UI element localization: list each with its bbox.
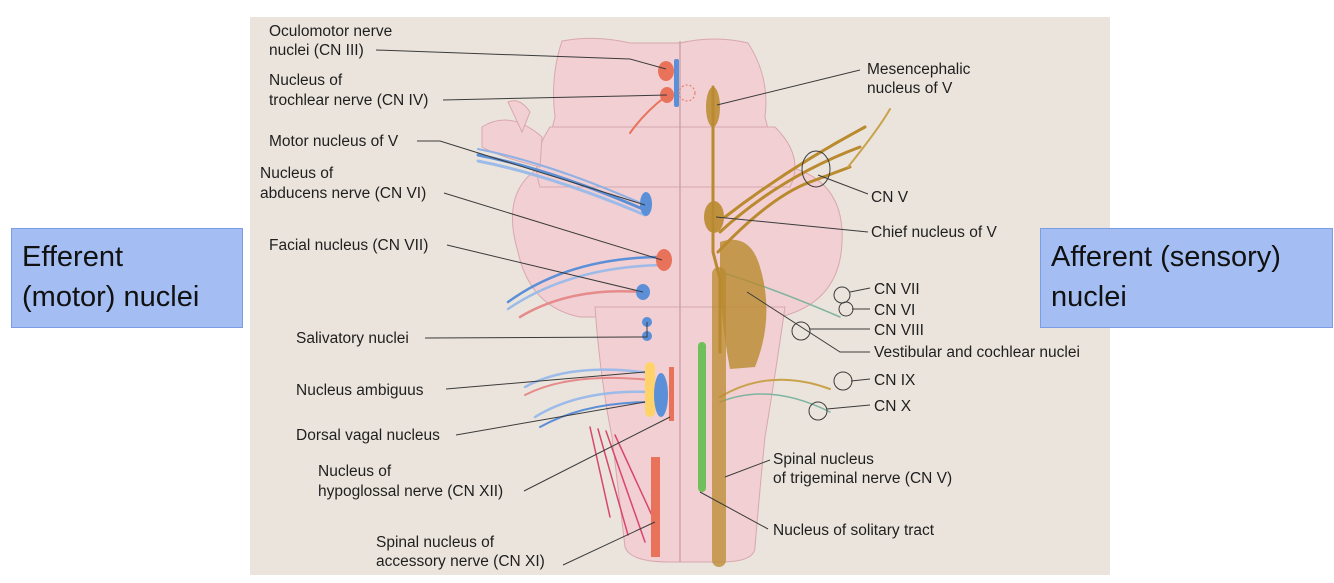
label-trochlear-1: Nucleus of <box>269 72 343 89</box>
label-accessory-2: accessory nerve (CN XI) <box>376 553 545 570</box>
brainstem-figure: Oculomotor nerve nuclei (CN III) Nucleus… <box>250 17 1110 575</box>
label-abducens-2: abducens nerve (CN VI) <box>260 185 426 202</box>
motor-nuclei <box>636 59 696 557</box>
label-cn-v: CN V <box>871 189 909 206</box>
label-vestibular: Vestibular and cochlear nuclei <box>874 344 1080 361</box>
label-spinal-trigeminal-1: Spinal nucleus <box>773 451 874 468</box>
label-spinal-trigeminal-2: of trigeminal nerve (CN V) <box>773 470 952 487</box>
label-mesencephalic-1: Mesencephalic <box>867 61 971 78</box>
label-chief-v: Chief nucleus of V <box>871 224 997 241</box>
leader-lines <box>375 49 871 566</box>
label-salivatory: Salivatory nuclei <box>296 330 409 347</box>
label-oculomotor-2: nuclei (CN III) <box>269 42 364 59</box>
efferent-callout: Efferent (motor) nuclei <box>11 228 243 328</box>
label-solitary: Nucleus of solitary tract <box>773 522 935 539</box>
label-cn-viii: CN VIII <box>874 322 924 339</box>
label-trochlear-2: trochlear nerve (CN IV) <box>269 92 428 109</box>
label-cn-vii: CN VII <box>874 281 920 298</box>
label-dorsal-vagal: Dorsal vagal nucleus <box>296 427 440 444</box>
label-mesencephalic-2: nucleus of V <box>867 80 953 97</box>
label-cn-x: CN X <box>874 398 912 415</box>
efferent-line2: (motor) nuclei <box>22 281 200 313</box>
sensory-nuclei <box>698 87 767 567</box>
afferent-callout: Afferent (sensory) nuclei <box>1040 228 1333 328</box>
efferent-line1: Efferent <box>22 241 124 273</box>
label-abducens-1: Nucleus of <box>260 165 334 182</box>
brainstem-diagram: Oculomotor nerve nuclei (CN III) Nucleus… <box>260 23 1080 570</box>
afferent-line1: Afferent (sensory) <box>1051 241 1281 273</box>
motor-nerve-roots <box>476 96 666 543</box>
label-ambiguus: Nucleus ambiguus <box>296 382 424 399</box>
label-accessory-1: Spinal nucleus of <box>376 534 495 551</box>
afferent-line2: nuclei <box>1051 281 1127 313</box>
label-cn-ix: CN IX <box>874 372 916 389</box>
label-oculomotor-1: Oculomotor nerve <box>269 23 392 40</box>
label-hypoglossal-1: Nucleus of <box>318 463 392 480</box>
label-facial: Facial nucleus (CN VII) <box>269 237 428 254</box>
label-hypoglossal-2: hypoglossal nerve (CN XII) <box>318 483 503 500</box>
logo-icon <box>18 0 84 12</box>
label-motor-v: Motor nucleus of V <box>269 133 399 150</box>
label-cn-vi: CN VI <box>874 302 915 319</box>
